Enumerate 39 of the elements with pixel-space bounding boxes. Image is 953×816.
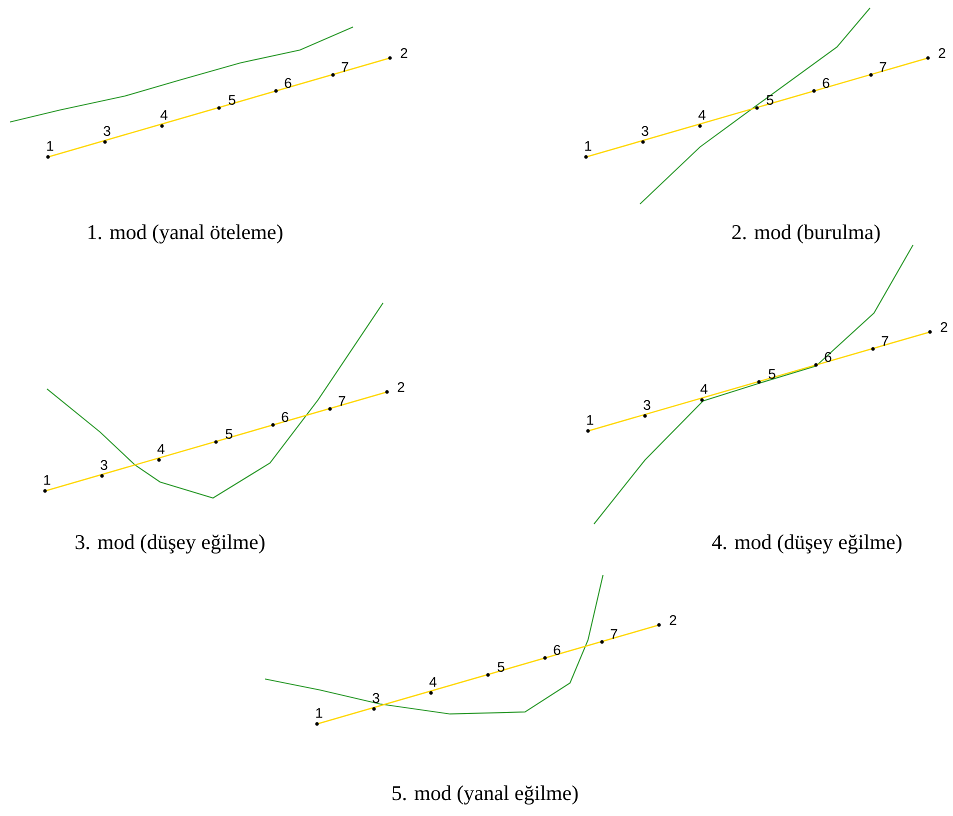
node-number: 1 (316, 708, 322, 718)
node-number: 2 (398, 382, 404, 392)
node-number: 4 (700, 384, 708, 394)
caption: 4. mod (düşey eğilme) (712, 534, 902, 554)
node-number: 6 (284, 78, 292, 88)
node-number: 5 (228, 95, 236, 105)
node-number: 5 (766, 95, 774, 105)
node-number: 6 (822, 78, 830, 88)
node-number: 1 (47, 141, 54, 151)
node-number: 2 (400, 48, 408, 58)
node-number: 3 (642, 126, 648, 136)
node-number: 4 (160, 110, 168, 120)
node-number: 7 (882, 336, 888, 346)
caption: 3. mod (düşey eğilme) (76, 534, 264, 554)
node-number: 6 (554, 645, 560, 655)
node-number: 1 (587, 415, 594, 425)
node-number: 5 (498, 662, 504, 672)
caption: 1. mod (yanal öteleme) (88, 224, 282, 244)
node-number: 5 (226, 429, 232, 439)
node-number: 3 (372, 693, 380, 703)
node-number: 2 (938, 48, 946, 58)
node-number: 7 (880, 62, 886, 72)
node-number: 7 (342, 62, 348, 72)
node-number: 5 (768, 369, 776, 379)
node-number: 7 (610, 629, 618, 639)
node-number: 3 (644, 400, 650, 410)
node-number: 6 (282, 412, 288, 422)
node-number: 3 (104, 126, 110, 136)
node-number: 4 (157, 444, 164, 454)
node-number: 7 (338, 396, 346, 406)
node-number: 2 (670, 615, 676, 625)
node-number: 4 (698, 110, 706, 120)
node-number: 1 (44, 475, 50, 485)
caption: 2. mod (burulma) (732, 224, 880, 244)
node-number: 3 (100, 460, 108, 470)
node-number: 1 (585, 141, 592, 151)
node-number: 2 (940, 322, 948, 332)
caption: 5. mod (yanal eğilme) (392, 785, 578, 805)
node-number: 4 (429, 677, 436, 687)
